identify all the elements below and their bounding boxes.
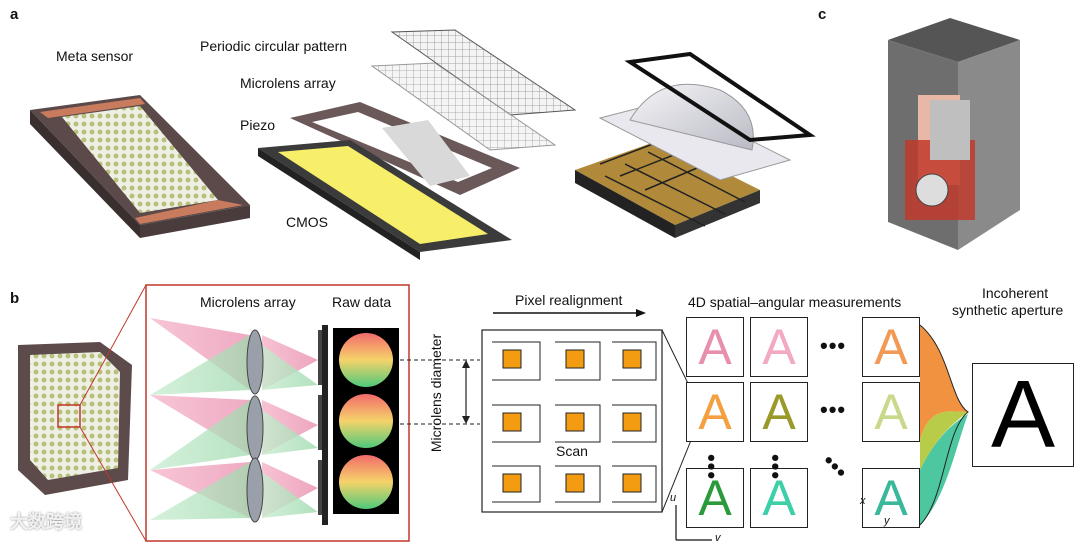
measurement-tile: A [862, 382, 920, 442]
axis-label-x: x [860, 495, 866, 507]
panel-label-a: a [10, 6, 19, 23]
measurement-tile: A [750, 468, 808, 528]
label-cmos: CMOS [286, 214, 328, 230]
label-scan: Scan [556, 443, 588, 459]
sensor-strip [318, 325, 328, 525]
meta-sensor-thumbnail [18, 284, 147, 542]
microlens-array-plate [370, 62, 557, 151]
piezo-frame [290, 102, 520, 195]
synthetic-aperture-result: A [972, 361, 1074, 468]
measurement-tile: A [862, 317, 920, 377]
lens-assembly [598, 51, 816, 181]
microlenses [246, 329, 264, 523]
label-measurements: 4D spatial–angular measurements [688, 294, 902, 310]
axis-label-u: u [670, 492, 677, 504]
detail-frame [145, 284, 410, 542]
panel-label-b: b [10, 290, 20, 307]
measurement-tile: A [686, 382, 744, 442]
camera-device [888, 18, 1020, 250]
ellipsis-col-1: ••• [699, 453, 725, 481]
measurement-tile: A [750, 317, 808, 377]
label-microlens-array-a: Microlens array [240, 75, 336, 91]
axis-label-y: y [884, 515, 890, 527]
label-pixel-realignment: Pixel realignment [515, 292, 623, 308]
raw-data-panel [333, 328, 399, 514]
label-incoherent-2: synthetic aperture [952, 302, 1064, 318]
label-microlens-diameter: Microlens diameter [428, 333, 445, 453]
axis-label-v: v [715, 532, 721, 544]
ellipsis-col-2: ••• [763, 453, 789, 481]
scan-paths [492, 341, 657, 503]
sensor-tile-array [575, 129, 760, 238]
label-piezo: Piezo [240, 117, 276, 133]
label-periodic-pattern: Periodic circular pattern [200, 38, 348, 54]
measurement-tile: A [686, 317, 744, 377]
label-incoherent-1: Incoherent [982, 285, 1049, 301]
label-microlens-array-b: Microlens array [200, 294, 296, 310]
watermark: 大数跨境 [10, 512, 82, 532]
light-cones [150, 318, 318, 520]
panel-label-c: c [818, 6, 827, 23]
diameter-indicator [400, 359, 480, 425]
cmos-chip [258, 140, 512, 260]
ellipsis-row-1: ••• [820, 333, 847, 358]
measurement-tile: A [862, 468, 920, 528]
ellipsis-row-2: ••• [820, 397, 847, 422]
scan-cells [502, 349, 642, 493]
meta-sensor-chip [30, 95, 250, 238]
label-raw-data: Raw data [332, 294, 392, 310]
uv-axes [675, 505, 712, 541]
measurement-tile: A [750, 382, 808, 442]
aperture-fan [919, 324, 969, 526]
label-meta-sensor: Meta sensor [56, 48, 134, 64]
measurement-tile: A [686, 468, 744, 528]
